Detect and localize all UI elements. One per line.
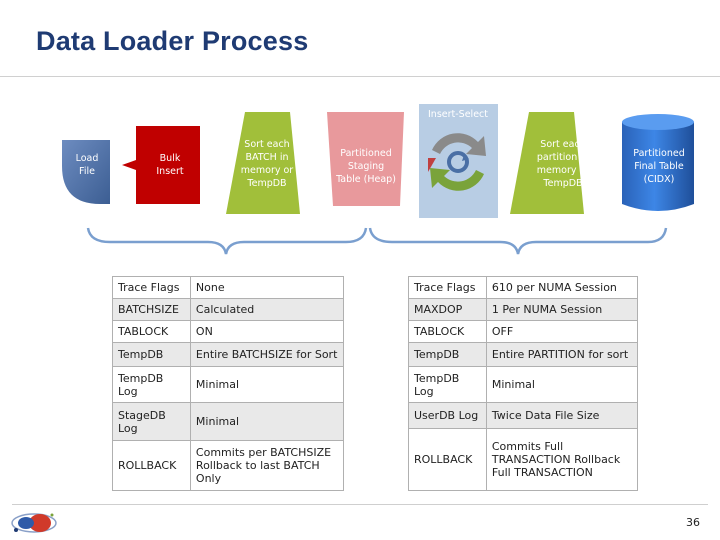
cell-value: Commits Full TRANSACTION Rollback Full T… xyxy=(485,428,639,491)
table-row: TempDB Log Minimal xyxy=(112,366,345,403)
sort-partition-label: Sort each partition In memory or TempDB xyxy=(536,139,590,189)
table-row: TempDB Entire BATCHSIZE for Sort xyxy=(112,342,345,367)
table-row: Trace Flags None xyxy=(112,276,345,299)
cell-key: Trace Flags xyxy=(112,276,191,299)
company-logo xyxy=(11,513,57,533)
cell-key: TABLOCK xyxy=(408,320,487,343)
table-row: UserDB Log Twice Data File Size xyxy=(408,402,639,429)
table-row: TempDB Log Minimal xyxy=(408,366,639,403)
cell-key: TempDB Log xyxy=(408,366,487,403)
sort-partition-shape xyxy=(510,112,584,214)
cell-key: TempDB Log xyxy=(112,366,191,403)
table-row: TABLOCK OFF xyxy=(408,320,639,343)
footer-divider xyxy=(12,504,708,505)
cell-value: Minimal xyxy=(485,366,639,403)
cell-key: StageDB Log xyxy=(112,402,191,441)
cell-value: Commits per BATCHSIZE Rollback to last B… xyxy=(189,440,345,491)
left-brace xyxy=(86,227,368,255)
title-divider xyxy=(0,76,720,77)
table-row: MAXDOP 1 Per NUMA Session xyxy=(408,298,639,321)
final-table-label: Partitioned Final Table (CIDX) xyxy=(633,147,685,185)
final-table-cylinder xyxy=(622,114,694,211)
cell-value: None xyxy=(189,276,345,299)
cell-key: BATCHSIZE xyxy=(112,298,191,321)
table-row: ROLLBACK Commits Full TRANSACTION Rollba… xyxy=(408,428,639,491)
cell-value: OFF xyxy=(485,320,639,343)
staging-label: Partitioned Staging Table (Heap) xyxy=(336,147,396,185)
cell-value: Minimal xyxy=(189,402,345,441)
cell-value: 610 per NUMA Session xyxy=(485,276,639,299)
table-row: Trace Flags 610 per NUMA Session xyxy=(408,276,639,299)
cell-key: UserDB Log xyxy=(408,402,487,429)
load-file-label: Load File xyxy=(75,153,99,177)
cell-value: 1 Per NUMA Session xyxy=(485,298,639,321)
right-brace xyxy=(368,227,668,255)
cell-key: ROLLBACK xyxy=(112,440,191,491)
load-file-shape xyxy=(62,140,110,204)
insert-select-caption: Insert-Select xyxy=(428,109,488,120)
cell-value: Calculated xyxy=(189,298,345,321)
flow-diagram: Insert-Select xyxy=(62,104,694,255)
table-row: StageDB Log Minimal xyxy=(112,402,345,441)
cell-value: Minimal xyxy=(189,366,345,403)
sort-batch-label: Sort each BATCH in memory or TempDB xyxy=(240,139,294,189)
bulk-insert-shape xyxy=(122,126,200,204)
bulk-insert-label: Bulk Insert xyxy=(156,153,184,177)
cell-value: ON xyxy=(189,320,345,343)
table-row: ROLLBACK Commits per BATCHSIZE Rollback … xyxy=(112,440,345,491)
sort-batch-shape xyxy=(226,112,300,214)
page-number: 36 xyxy=(686,516,700,529)
cell-key: TempDB xyxy=(408,342,487,367)
cell-key: TempDB xyxy=(112,342,191,367)
cell-key: Trace Flags xyxy=(408,276,487,299)
cell-value: Entire PARTITION for sort xyxy=(485,342,639,367)
cell-key: TABLOCK xyxy=(112,320,191,343)
cell-value: Twice Data File Size xyxy=(485,402,639,429)
cell-key: ROLLBACK xyxy=(408,428,487,491)
cell-key: MAXDOP xyxy=(408,298,487,321)
table-row: BATCHSIZE Calculated xyxy=(112,298,345,321)
staging-shape xyxy=(327,112,404,206)
slide-title: Data Loader Process xyxy=(36,26,309,56)
right-config-table: Trace Flags 610 per NUMA Session MAXDOP … xyxy=(408,276,639,491)
table-row: TempDB Entire PARTITION for sort xyxy=(408,342,639,367)
cell-value: Entire BATCHSIZE for Sort xyxy=(189,342,345,367)
left-config-table: Trace Flags None BATCHSIZE Calculated TA… xyxy=(112,276,345,491)
table-row: TABLOCK ON xyxy=(112,320,345,343)
cycle-icon xyxy=(428,133,486,191)
